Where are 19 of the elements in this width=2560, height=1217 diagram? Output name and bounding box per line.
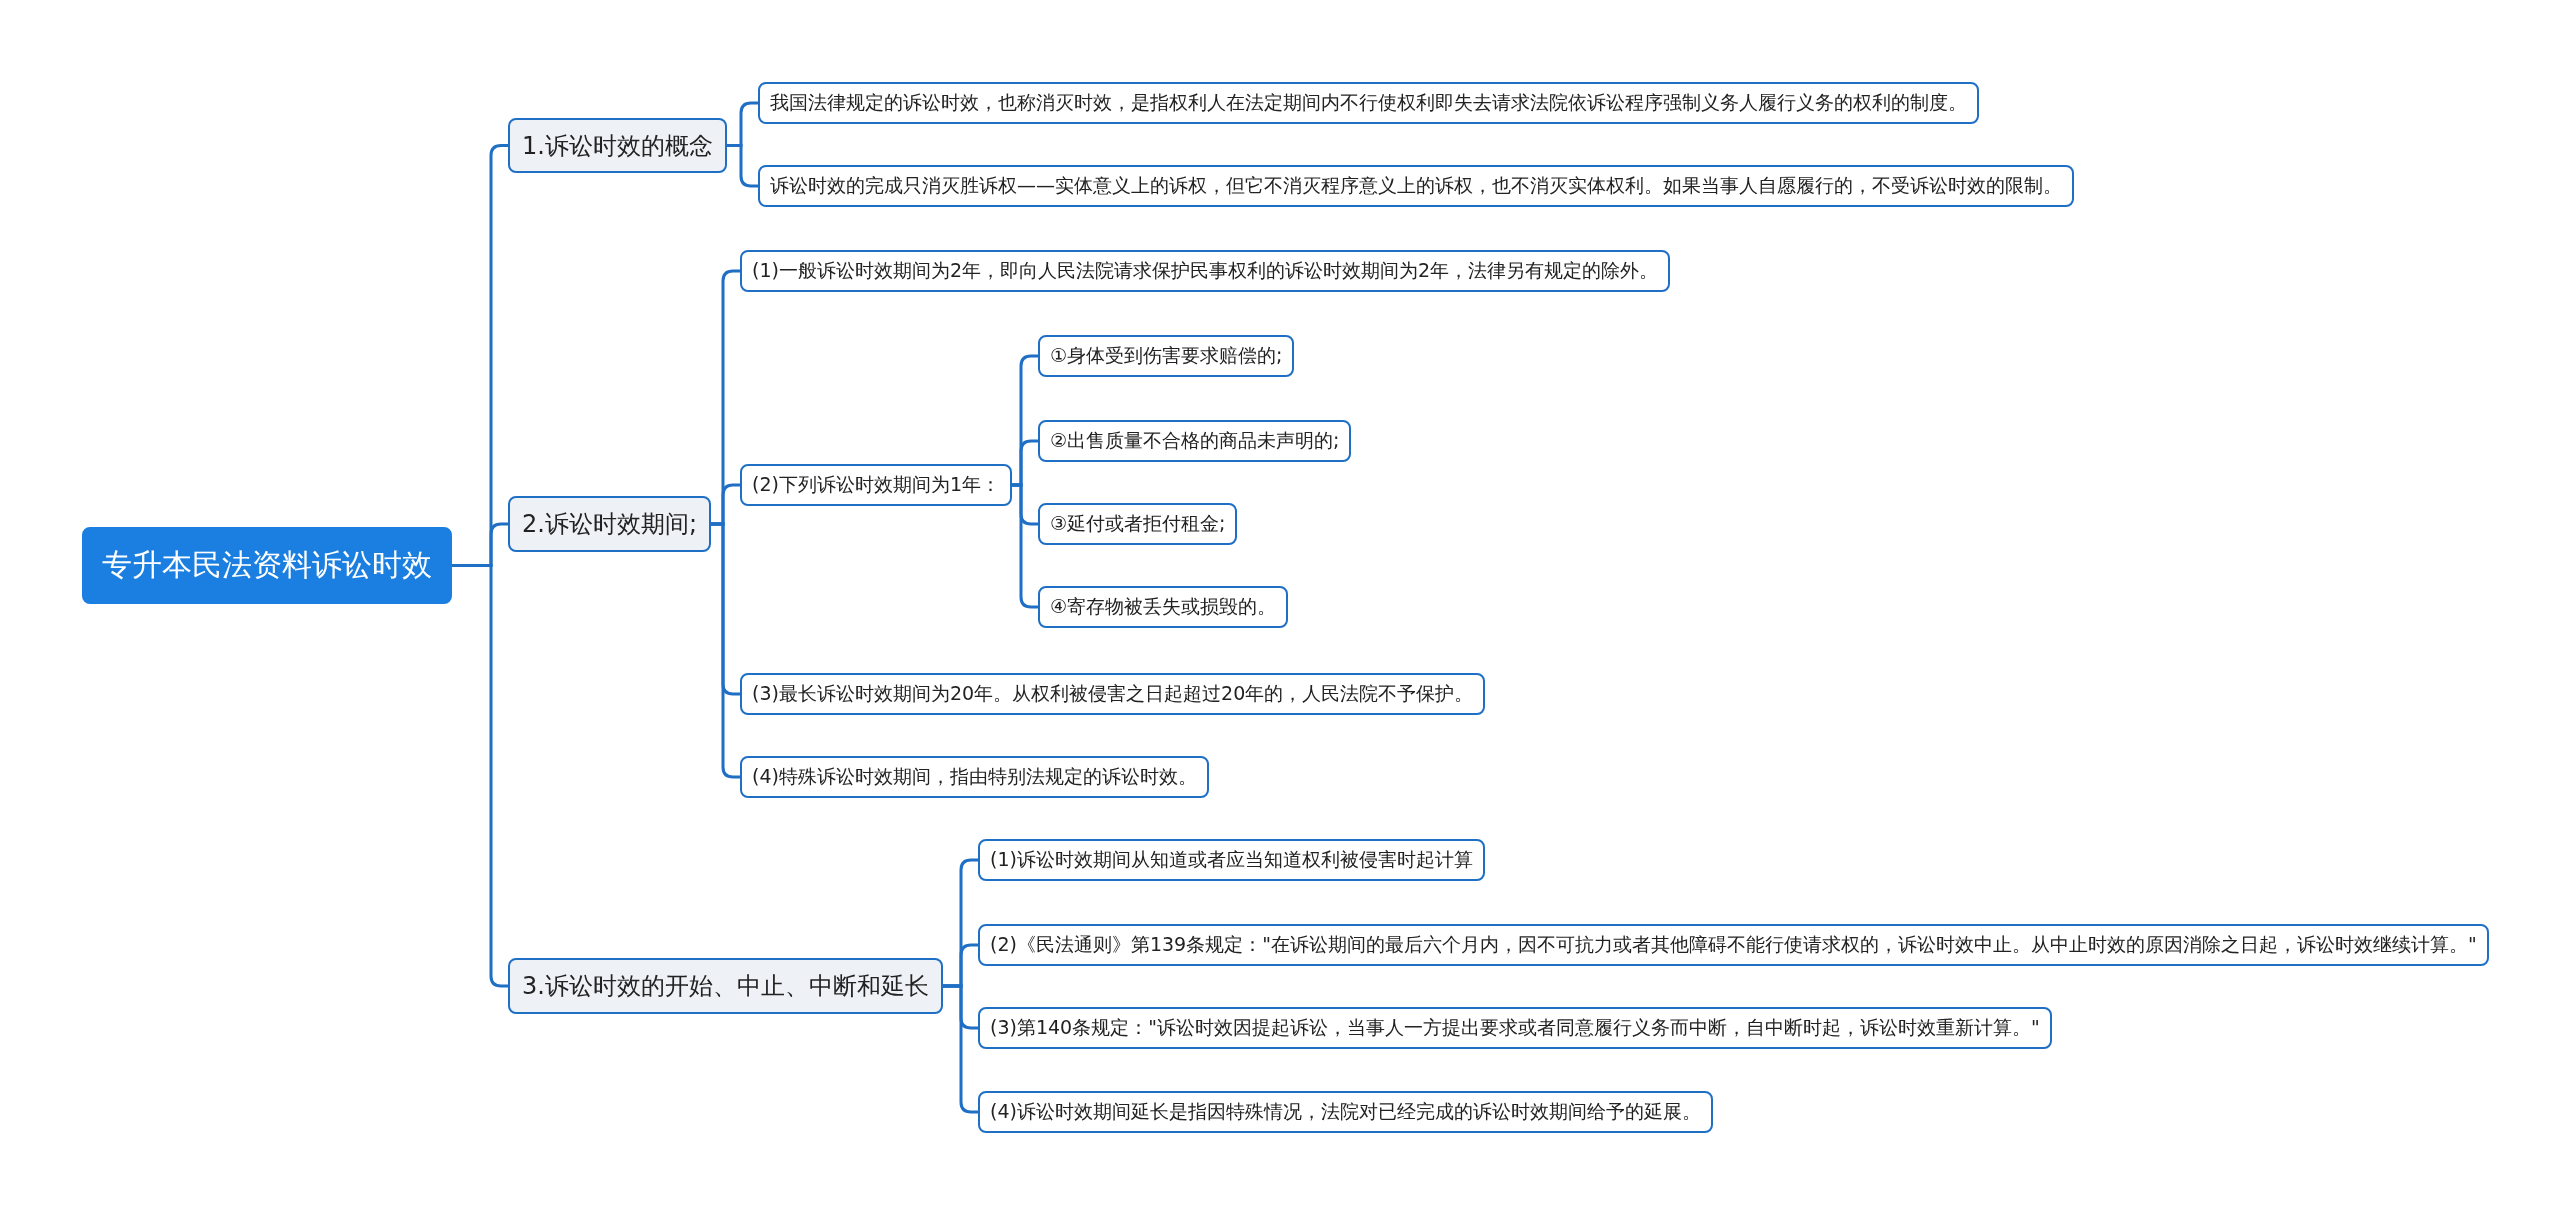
topic-box: 3.诉讼时效的开始、中止、中断和延长 <box>508 958 943 1014</box>
subtopic-box: ②出售质量不合格的商品未声明的; <box>1038 420 1352 462</box>
subtopic-box: ③延付或者拒付租金; <box>1038 503 1238 545</box>
subtopic-box: (3)第140条规定："诉讼时效因提起诉讼，当事人一方提出要求或者同意履行义务而中断，自中断时起，诉讼时效重新计算。" <box>978 1007 2052 1049</box>
connector-line <box>452 564 508 988</box>
subtopic-box: (2)下列诉讼时效期间为1年： <box>740 464 1012 506</box>
subtopic-box: (3)最长诉讼时效期间为20年。从权利被侵害之日起超过20年的，人民法院不予保护。 <box>740 673 1486 715</box>
subtopic-box: ①身体受到伤害要求赔偿的; <box>1038 335 1295 377</box>
subtopic-box: ④寄存物被丢失或损毁的。 <box>1038 586 1289 628</box>
subtopic-box: (1)一般诉讼时效期间为2年，即向人民法院请求保护民事权利的诉讼时效期间为2年，法律另有规定的除外。 <box>740 250 1671 292</box>
subtopic-box: (4)特殊诉讼时效期间，指由特别法规定的诉讼时效。 <box>740 756 1209 798</box>
subtopic-box: (2)《民法通则》第139条规定："在诉讼期间的最后六个月内，因不可抗力或者其他障碍不能行使请求权的，诉讼时效中止。从中止时效的原因消除之日起，诉讼时效继续计算。" <box>978 924 2489 966</box>
root-topic-box: 专升本民法资料诉讼时效 <box>82 527 452 604</box>
topic-box: 2.诉讼时效期间; <box>508 496 711 552</box>
subtopic-box: 诉讼时效的完成只消灭胜诉权——实体意义上的诉权，但它不消灭程序意义上的诉权，也不消灭实体权利。如果当事人自愿履行的，不受诉讼时效的限制。 <box>758 165 2074 207</box>
subtopic-box: (4)诉讼时效期间延长是指因特殊情况，法院对已经完成的诉讼时效期间给予的延展。 <box>978 1091 1713 1133</box>
subtopic-box: (1)诉讼时效期间从知道或者应当知道权利被侵害时起计算 <box>978 839 1485 881</box>
subtopic-box: 我国法律规定的诉讼时效，也称消灭时效，是指权利人在法定期间内不行使权利即失去请求法院依诉讼程序强制义务人履行义务的权利的制度。 <box>758 82 1979 124</box>
topic-box: 1.诉讼时效的概念 <box>508 118 727 173</box>
